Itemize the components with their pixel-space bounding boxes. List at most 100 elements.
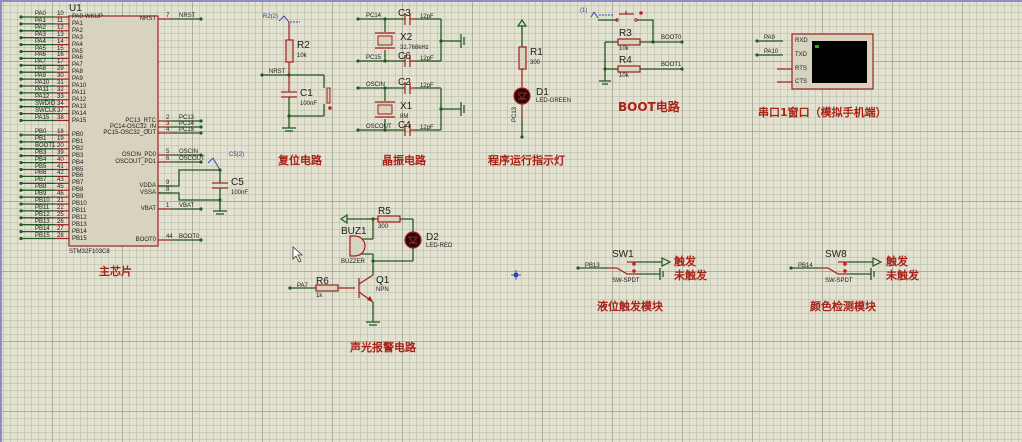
buz1-value: BUZZER (341, 259, 365, 265)
mcu-pin-wire[interactable] (19, 98, 69, 102)
reset-circuit[interactable] (260, 15, 332, 132)
mcu-pin-wire[interactable] (19, 133, 69, 137)
mcu-pin-number: 11 (57, 17, 64, 24)
mcu-pin-number: 21 (57, 198, 64, 204)
boot-circuit[interactable] (590, 11, 684, 85)
mcu-pin-net-label: PA6 (35, 52, 46, 59)
mcu-pin-wire[interactable] (19, 15, 69, 19)
mcu-pin-wire[interactable] (19, 118, 69, 123)
mcu-pin-name: PA2 (72, 27, 83, 34)
window-left-border (0, 0, 2, 442)
mcu-pin-net-label: PB4 (35, 156, 47, 163)
mcu-pin-name: PA3 (72, 34, 83, 41)
c5-ref: C5 (231, 177, 244, 188)
mcu-pin-name: PA15 (72, 117, 87, 124)
mcu-pin-name: PA12 (72, 96, 87, 103)
mcu-pin-wire[interactable] (19, 209, 69, 213)
pa9-net-label: PA9 (764, 35, 775, 41)
mcu-pin-wire[interactable] (158, 153, 203, 157)
mcu-pin-wire[interactable] (19, 223, 69, 227)
mcu-pin-name: PB11 (72, 207, 87, 214)
color-untriggered-label: 未触发 (886, 269, 919, 282)
mcu-pin-wire[interactable] (19, 112, 69, 116)
mcu-pin-wire[interactable] (158, 160, 203, 164)
boot1-net-label: BOOT1 (661, 62, 682, 68)
mcu-pin-wire[interactable] (19, 174, 69, 178)
mcu-pin-wire[interactable] (158, 131, 203, 135)
mcu-pin-wire[interactable] (158, 238, 203, 242)
mcu-pin-number: 42 (57, 170, 64, 177)
mcu-pin-wire[interactable] (158, 119, 203, 123)
led-indicator-circuit[interactable] (513, 18, 531, 139)
mcu-pin-wire[interactable] (19, 161, 69, 165)
mcu-pin-number: 14 (57, 38, 64, 45)
mcu-pin-wire[interactable] (19, 230, 69, 234)
mcu-pin-number: 6 (166, 156, 170, 162)
mcu-pin-wire[interactable] (19, 84, 69, 88)
mcu-pin-net-label: PA12 (35, 93, 50, 100)
r5-ref: R5 (378, 206, 391, 217)
mcu-pin-number: 41 (57, 163, 64, 170)
mcu-pin-number: 26 (57, 218, 64, 225)
mcu-pin-wire[interactable] (19, 181, 69, 185)
sw1-ref: SW1 (612, 249, 634, 260)
liquid-section-title: 液位触发模块 (597, 300, 663, 313)
mcu-pin-name: PA10 (72, 83, 87, 89)
mcu-pin-wire[interactable] (19, 63, 69, 67)
mcu-pin-wire[interactable] (19, 154, 69, 158)
mcu-pin-wire[interactable] (19, 195, 69, 199)
uart-section-title: 串口1窗口（模拟手机端） (758, 106, 887, 119)
mcu-pin-wire[interactable] (19, 70, 69, 74)
mcu-pin-wire[interactable] (19, 29, 69, 33)
mcu-pin-wire[interactable] (19, 43, 69, 47)
c5-capacitor[interactable] (158, 157, 228, 215)
window-top-border (0, 0, 1022, 2)
liquid-switch[interactable] (576, 257, 672, 280)
mcu-pin-name: PB2 (72, 145, 84, 152)
mcu-pin-number: 5 (166, 149, 170, 155)
mcu-pin-wire[interactable] (158, 17, 203, 21)
mcu-pin-wire[interactable] (19, 216, 69, 220)
c4-value: 12pF (420, 125, 434, 131)
mcu-pin-wire[interactable] (19, 140, 69, 144)
mcu-pin-wire[interactable] (19, 91, 69, 95)
mcu-pin-wire[interactable] (19, 77, 69, 81)
mcu-pin-wire[interactable] (19, 202, 69, 206)
mcu-pin-net-label: PB15 (35, 232, 50, 239)
mcu-pin-wire[interactable] (19, 49, 69, 54)
pc13-net-label: PC13 (512, 106, 518, 122)
mcu-pin-name: PC13_RTC (125, 118, 156, 124)
mcu-pin-net-label: PC13 (179, 115, 195, 121)
crystal-circuit[interactable] (356, 13, 465, 136)
mcu-pin-net-label: PA15 (35, 114, 50, 121)
color-switch[interactable] (789, 257, 883, 280)
mcu-pin-net-label: PA2 (35, 24, 46, 31)
mcu-pin-wire[interactable] (19, 236, 69, 241)
c6-value: 12pF (420, 56, 434, 62)
color-section-title: 颜色检测模块 (810, 300, 876, 313)
mcu-pin-wire[interactable] (19, 105, 69, 109)
mcu-pin-wire[interactable] (19, 22, 69, 26)
mcu-pin-wire[interactable] (19, 188, 69, 192)
mcu-pin-name: NRST (139, 16, 156, 22)
mcu-pin-wire[interactable] (19, 56, 69, 61)
mcu-pin-name: PB8 (72, 187, 84, 194)
mcu-pin-net-label: PB9 (35, 191, 47, 198)
alarm-circuit[interactable] (288, 213, 422, 326)
mcu-pin-number: 40 (57, 156, 64, 163)
mcu-pin-wire[interactable] (19, 147, 69, 151)
sw1-value: SW-SPDT (612, 278, 640, 284)
crystal-section-title: 晶振电路 (382, 154, 426, 167)
mcu-pin-net-label: SWCLK (35, 107, 57, 114)
mcu-pin-name: PC14-OSC32_IN (109, 124, 156, 130)
mcu-body[interactable] (68, 15, 159, 247)
mcu-pin-wire[interactable] (19, 167, 69, 172)
virtual-terminal[interactable] (755, 33, 874, 90)
mcu-pin-number: 27 (57, 225, 64, 232)
c6-ref: C6 (398, 51, 411, 62)
mcu-pin-wire[interactable] (19, 36, 69, 40)
mcu-pin-wire[interactable] (158, 207, 203, 211)
mcu-pin-wire[interactable] (158, 125, 203, 129)
d2-value: LED-RED (426, 243, 453, 249)
mcu-pin-net-label: PB8 (35, 184, 47, 191)
